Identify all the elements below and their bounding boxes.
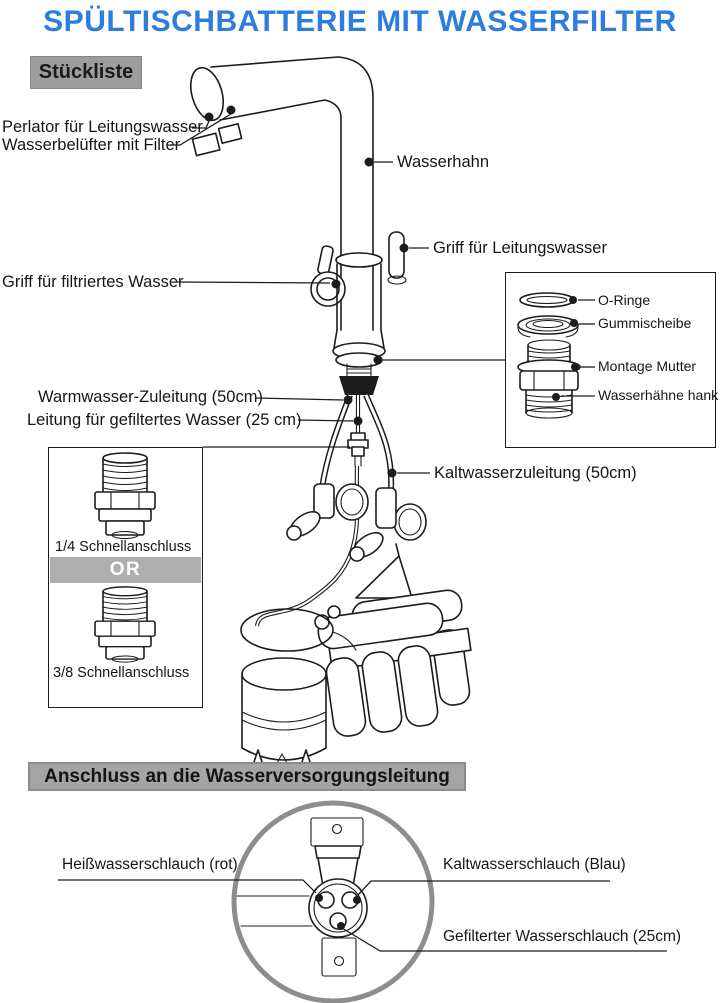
callout-perlator: Perlator für Leitungswasser bbox=[2, 118, 203, 136]
faucet-drawing bbox=[189, 56, 407, 395]
callout-dot-nut bbox=[571, 363, 579, 371]
label-o-ring: O-Ringe bbox=[598, 292, 651, 308]
callout-dot-shank bbox=[552, 393, 560, 401]
callout-dot-filtered-handle bbox=[331, 279, 341, 289]
callout-tap-handle: Griff für Leitungswasser bbox=[433, 239, 607, 257]
adapter-box bbox=[48, 447, 203, 708]
callout-dot-perlator bbox=[204, 112, 214, 122]
callout-faucet: Wasserhahn bbox=[397, 153, 490, 171]
under-sink-circle-diagram bbox=[231, 800, 435, 1003]
label-quarter-adapter: 1/4 Schnellanschluss bbox=[55, 539, 192, 555]
callout-dot-faucet bbox=[364, 157, 374, 167]
mounting-nut-shape bbox=[339, 376, 379, 395]
or-divider: OR bbox=[50, 557, 201, 583]
label-three-eighths-adapter: 3/8 Schnellanschluss bbox=[53, 665, 190, 681]
callout-cold-inlet: Kaltwasserzuleitung (50cm) bbox=[434, 464, 637, 482]
callout-hot-hose: Heißwasserschlauch (rot) bbox=[62, 856, 238, 873]
page-title: SPÜLTISCHBATTERIE MIT WASSERFILTER bbox=[43, 5, 677, 38]
hardware-box bbox=[505, 272, 716, 448]
callout-dot-aerator bbox=[226, 105, 236, 115]
callout-dot-hot-inlet bbox=[343, 395, 353, 405]
parts-list-badge: Stückliste bbox=[30, 56, 142, 89]
callout-dot-tap-handle bbox=[399, 243, 409, 253]
callout-dot-o-ring bbox=[569, 296, 577, 304]
label-faucet-shank: Wasserhähne hank bbox=[598, 387, 719, 403]
callout-dot-cold-inlet bbox=[387, 468, 397, 478]
callout-hot-inlet: Warmwasser-Zuleitung (50cm) bbox=[38, 388, 263, 406]
callout-filtered-handle: Griff für filtriertes Wasser bbox=[2, 273, 184, 291]
callout-dot-filtered-line bbox=[353, 416, 363, 426]
callout-filtered-line: Leitung für gefiltertes Wasser (25 cm) bbox=[27, 411, 302, 429]
callout-filtered-hose: Gefilterter Wasserschlauch (25cm) bbox=[443, 928, 682, 945]
angle-valves bbox=[286, 483, 427, 562]
hardware-box-art bbox=[517, 292, 581, 419]
callout-dot-hardware bbox=[373, 355, 383, 365]
filter-system-drawing bbox=[240, 543, 472, 777]
callout-cold-hose: Kaltwasserschlauch (Blau) bbox=[443, 856, 626, 873]
callout-leaders bbox=[58, 105, 667, 952]
connection-section-header: Anschluss an die Wasserversorgungsleitun… bbox=[28, 762, 466, 791]
callout-aerator-filter: Wasserbelüfter mit Filter bbox=[2, 136, 181, 154]
callout-dot-washer bbox=[570, 319, 578, 327]
label-rubber-washer: Gummischeibe bbox=[598, 315, 692, 331]
label-mounting-nut: Montage Mutter bbox=[598, 358, 697, 374]
or-divider-label: OR bbox=[109, 559, 142, 580]
